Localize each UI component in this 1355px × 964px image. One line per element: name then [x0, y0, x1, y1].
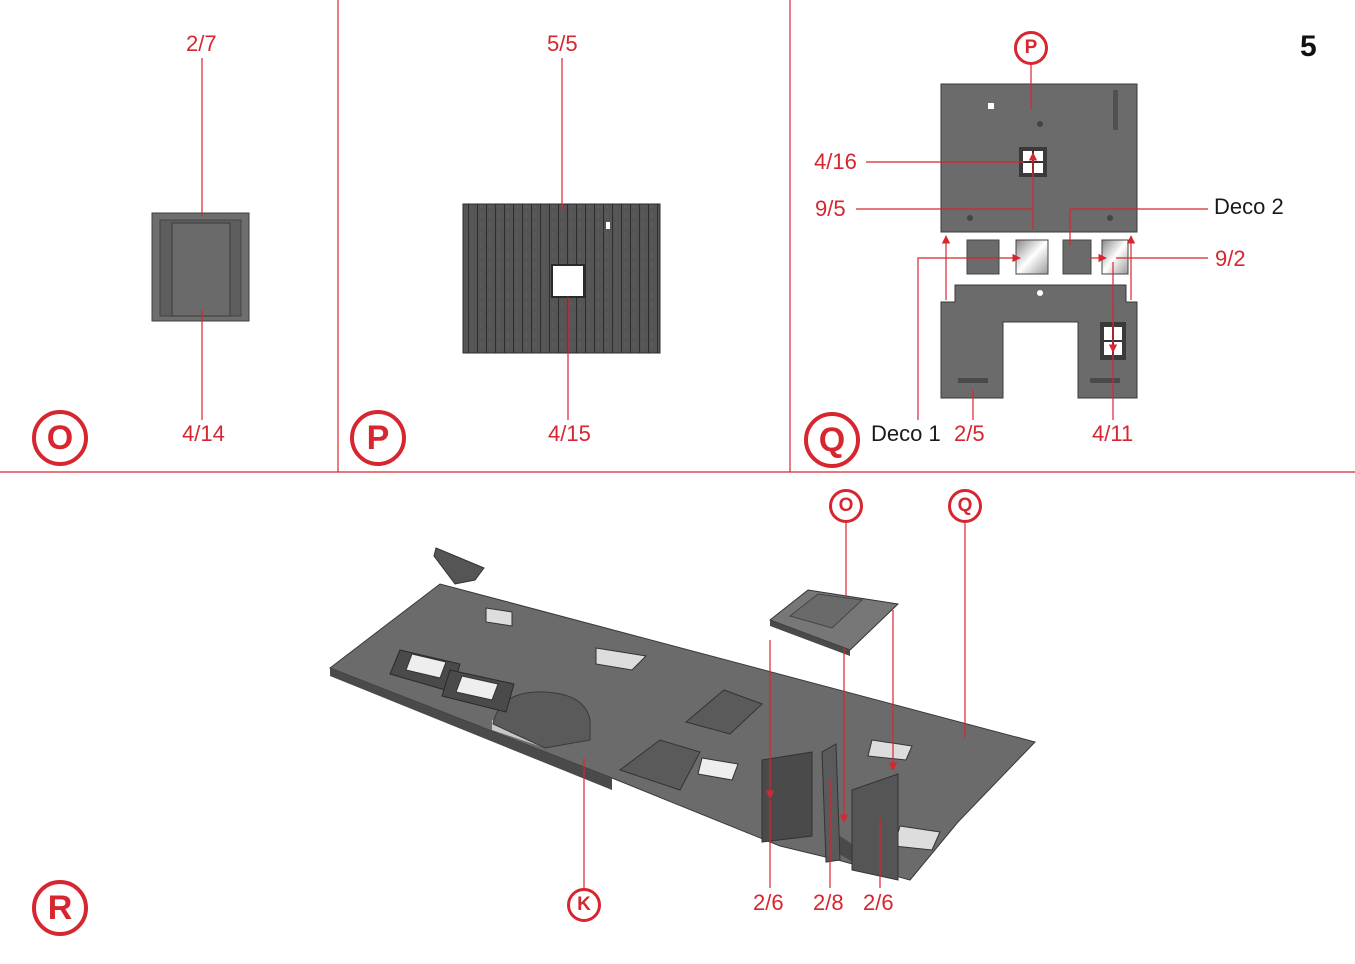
step-r-callout-2-6-left: 2/6: [753, 892, 784, 914]
step-o-part-door-frame: [152, 213, 249, 321]
step-q-callout-deco-1: Deco 1: [871, 423, 941, 445]
step-r-ref-o-marker: O: [829, 489, 863, 523]
step-o-marker: O: [32, 410, 88, 466]
step-p-marker: P: [350, 410, 406, 466]
step-r-ref-k-marker: K: [567, 888, 601, 922]
step-q-glazing-pieces: [967, 240, 1128, 274]
step-p-callout-top: 5/5: [547, 33, 578, 55]
step-o-callout-top: 2/7: [186, 33, 217, 55]
step-q-marker: Q: [804, 412, 860, 468]
step-o-callout-bottom: 4/14: [182, 423, 225, 445]
step-q-callout-4-16: 4/16: [814, 151, 857, 173]
step-q-part-rear-wall: [941, 84, 1137, 232]
step-p-part-plank-wall: [463, 204, 660, 353]
page-number: 5: [1300, 30, 1317, 64]
step-q-ref-p-marker: P: [1014, 31, 1048, 65]
step-q-callout-9-2: 9/2: [1215, 248, 1246, 270]
step-q-part-front-wall: [941, 285, 1137, 398]
step-r-part-o-roof: [770, 590, 898, 656]
step-r-assembly-base: [330, 548, 1035, 880]
step-p-callout-bottom: 4/15: [548, 423, 591, 445]
step-r-callout-2-8: 2/8: [813, 892, 844, 914]
step-q-callout-9-5: 9/5: [815, 198, 846, 220]
step-q-callout-deco-2: Deco 2: [1214, 196, 1284, 218]
step-r-ref-q-marker: Q: [948, 489, 982, 523]
step-r-callout-2-6-right: 2/6: [863, 892, 894, 914]
step-q-callout-2-5: 2/5: [954, 423, 985, 445]
step-r-marker: R: [32, 880, 88, 936]
step-q-callout-4-11: 4/11: [1092, 423, 1133, 445]
